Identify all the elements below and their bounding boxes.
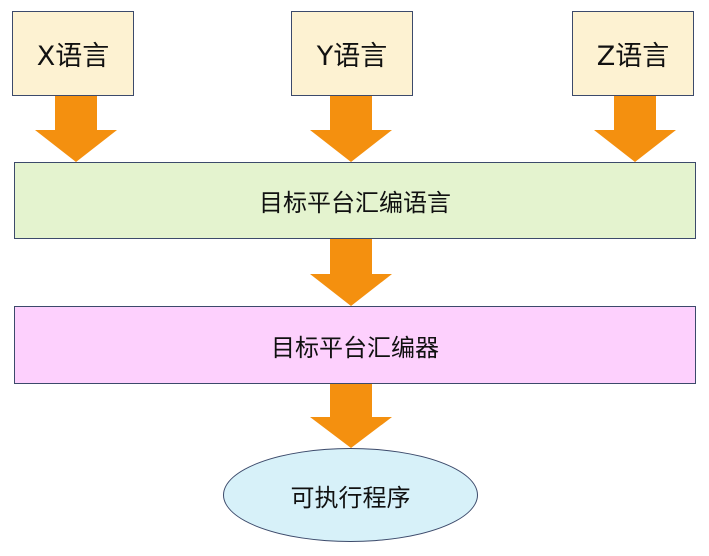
assembly-language-box: 目标平台汇编语言 bbox=[14, 162, 696, 239]
source-box-z: Z语言 bbox=[572, 11, 694, 96]
assembler-box: 目标平台汇编器 bbox=[14, 306, 696, 384]
arrow-down-icon bbox=[310, 239, 392, 306]
source-box-y: Y语言 bbox=[291, 11, 413, 96]
source-box-x: X语言 bbox=[12, 11, 134, 96]
executable-program-ellipse: 可执行程序 bbox=[223, 448, 478, 542]
arrow-down-icon bbox=[310, 96, 392, 162]
arrow-down-icon bbox=[594, 96, 676, 162]
arrow-down-icon bbox=[310, 384, 392, 448]
arrow-down-icon bbox=[35, 96, 117, 162]
